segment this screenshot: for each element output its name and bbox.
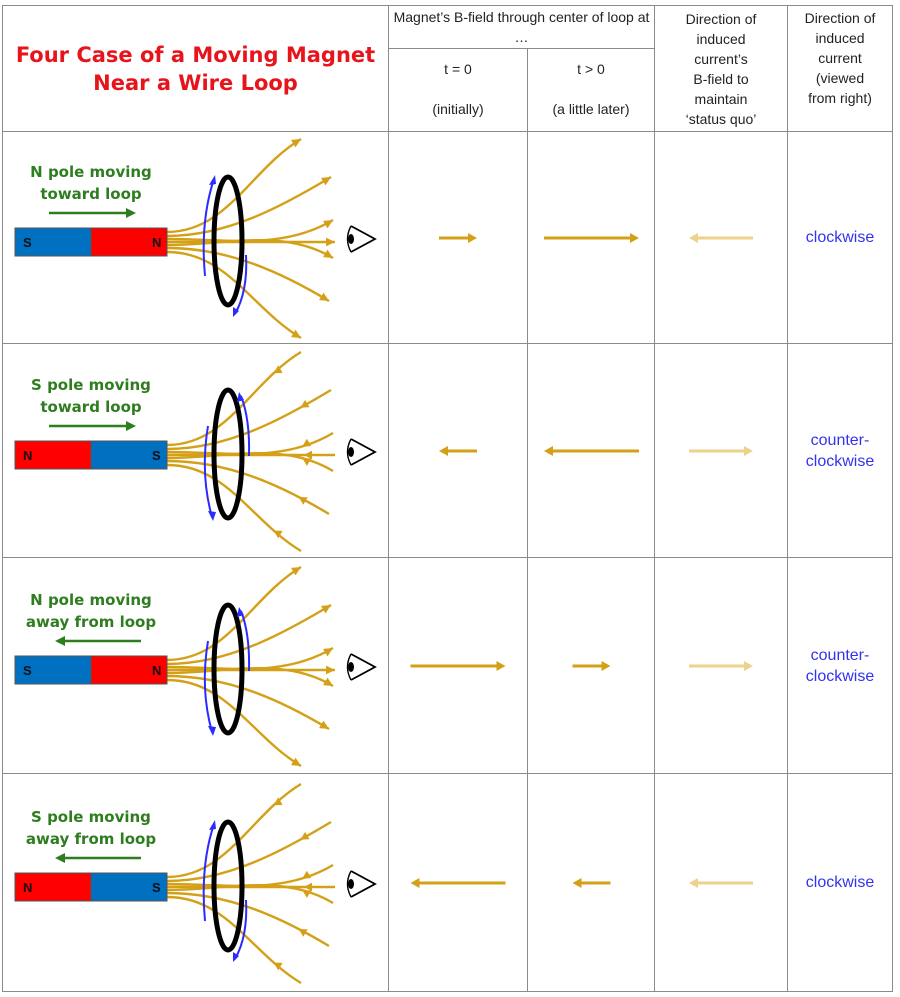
induced-current-text: counter- xyxy=(810,431,870,449)
hdr-line: Direction of xyxy=(804,10,876,26)
induced-current-cell: clockwise xyxy=(787,131,893,344)
page-title: Four Case of a Moving Magnet Near a Wire… xyxy=(3,41,388,97)
b-field-later-cell xyxy=(527,773,655,992)
b-field-arrow-icon xyxy=(389,651,527,681)
hdr-line: current xyxy=(818,50,862,66)
case-row-n-toward: S N N pole moving toward loop clockwise xyxy=(2,131,893,344)
eye-icon xyxy=(346,869,377,898)
b-field-arrow-icon xyxy=(389,436,527,466)
b-field-t0-cell xyxy=(388,773,528,992)
induced-current-cell: clockwise xyxy=(787,773,893,992)
hdr-line: from right) xyxy=(808,90,872,106)
tlater-label: t > 0 xyxy=(577,61,605,77)
svg-text:N: N xyxy=(152,663,161,678)
svg-text:toward loop: toward loop xyxy=(40,398,142,416)
eye-icon xyxy=(346,437,377,466)
b-field-arrow-icon xyxy=(528,436,654,466)
bar-magnet-icon: S N xyxy=(14,655,168,684)
b-field-arrow-icon xyxy=(389,868,527,898)
t0-label: t = 0 xyxy=(444,61,472,77)
b-field-later-cell xyxy=(527,557,655,774)
case-row-s-toward: N S S pole moving toward loop counter-clo… xyxy=(2,343,893,558)
induced-current-text: clockwise xyxy=(805,667,875,685)
hdr-line: B-field to xyxy=(693,70,749,87)
svg-text:N: N xyxy=(152,235,161,250)
moving-magnet-table: Four Case of a Moving Magnet Near a Wire… xyxy=(2,5,893,992)
induced-field-arrow-icon xyxy=(655,651,787,681)
svg-text:N: N xyxy=(23,448,32,463)
case-row-n-away: S N N pole moving away from loop counter-… xyxy=(2,557,893,774)
hdr-line: Direction of xyxy=(685,10,757,27)
svg-text:N pole moving: N pole moving xyxy=(30,591,152,609)
svg-text:S pole moving: S pole moving xyxy=(31,376,151,394)
magnet-scene-diagram: S N N pole moving toward loop xyxy=(14,137,377,339)
bfield-group-label: Magnet’s B-field through center of loop … xyxy=(393,9,650,45)
b-field-t0-cell xyxy=(388,557,528,774)
title-line-1: Four Case of a Moving Magnet xyxy=(15,42,376,67)
bar-magnet-icon: N S xyxy=(14,440,168,469)
t0-header: t = 0 (initially) xyxy=(388,48,528,132)
svg-text:S: S xyxy=(152,880,161,895)
induced-current-text: clockwise xyxy=(805,874,875,891)
b-field-arrow-icon xyxy=(528,651,654,681)
eye-icon xyxy=(346,224,377,253)
svg-text:N: N xyxy=(23,880,32,895)
tlater-sub-label: (a little later) xyxy=(552,101,630,117)
svg-text:toward loop: toward loop xyxy=(40,185,142,203)
tlater-header: t > 0 (a little later) xyxy=(527,48,655,132)
b-field-arrow-icon xyxy=(389,223,527,253)
b-field-arrow-icon xyxy=(528,868,654,898)
hdr-line: current’s xyxy=(694,50,748,67)
induced-field-cell xyxy=(654,773,788,992)
magnet-scene-diagram: S N N pole moving away from loop xyxy=(14,565,377,767)
svg-text:N pole moving: N pole moving xyxy=(30,163,152,181)
eye-icon xyxy=(346,652,377,681)
induced-field-cell xyxy=(654,343,788,558)
induced-current-text: clockwise xyxy=(805,229,875,246)
scene-cell: S N N pole moving away from loop xyxy=(2,557,389,774)
magnet-scene-diagram: N S S pole moving toward loop xyxy=(14,350,377,552)
induced-field-label: Direction of induced current’s B-field t… xyxy=(655,9,787,129)
induced-current-text: counter- xyxy=(810,646,870,664)
hdr-line: maintain xyxy=(694,90,748,107)
svg-text:S pole moving: S pole moving xyxy=(31,808,151,826)
svg-text:S: S xyxy=(23,235,32,250)
case-row-s-away: N S S pole moving away from loop clockwis… xyxy=(2,773,893,992)
bar-magnet-icon: N S xyxy=(14,872,168,901)
title-line-2: Near a Wire Loop xyxy=(93,70,298,95)
hdr-line: ‘status quo’ xyxy=(685,110,757,127)
b-field-t0-cell xyxy=(388,131,528,344)
induced-current-text: clockwise xyxy=(805,452,875,470)
b-field-later-cell xyxy=(527,343,655,558)
b-field-arrow-icon xyxy=(528,223,654,253)
svg-text:S: S xyxy=(152,448,161,463)
induced-field-cell xyxy=(654,131,788,344)
t0-sub-label: (initially) xyxy=(432,101,484,117)
svg-text:away from loop: away from loop xyxy=(26,830,156,848)
hdr-line: (viewed xyxy=(815,70,865,86)
hdr-line: induced xyxy=(815,30,865,46)
induced-current-header: Direction of induced current (viewed fro… xyxy=(787,5,893,132)
induced-field-arrow-icon xyxy=(655,868,787,898)
svg-text:S: S xyxy=(23,663,32,678)
induced-field-arrow-icon xyxy=(655,223,787,253)
induced-field-cell xyxy=(654,557,788,774)
b-field-t0-cell xyxy=(388,343,528,558)
induced-field-header: Direction of induced current’s B-field t… xyxy=(654,5,788,132)
induced-field-arrow-icon xyxy=(655,436,787,466)
svg-text:away from loop: away from loop xyxy=(26,613,156,631)
induced-current-cell: counter-clockwise xyxy=(787,557,893,774)
scene-cell: N S S pole moving toward loop xyxy=(2,343,389,558)
induced-current-label: Direction of induced current (viewed fro… xyxy=(788,8,892,108)
title-cell: Four Case of a Moving Magnet Near a Wire… xyxy=(2,5,389,132)
b-field-later-cell xyxy=(527,131,655,344)
bar-magnet-icon: S N xyxy=(14,227,168,256)
scene-cell: N S S pole moving away from loop xyxy=(2,773,389,992)
magnet-scene-diagram: N S S pole moving away from loop xyxy=(14,782,377,984)
hdr-line: induced xyxy=(696,30,746,47)
scene-cell: S N N pole moving toward loop xyxy=(2,131,389,344)
induced-current-cell: counter-clockwise xyxy=(787,343,893,558)
bfield-group-header: Magnet’s B-field through center of loop … xyxy=(388,5,655,49)
